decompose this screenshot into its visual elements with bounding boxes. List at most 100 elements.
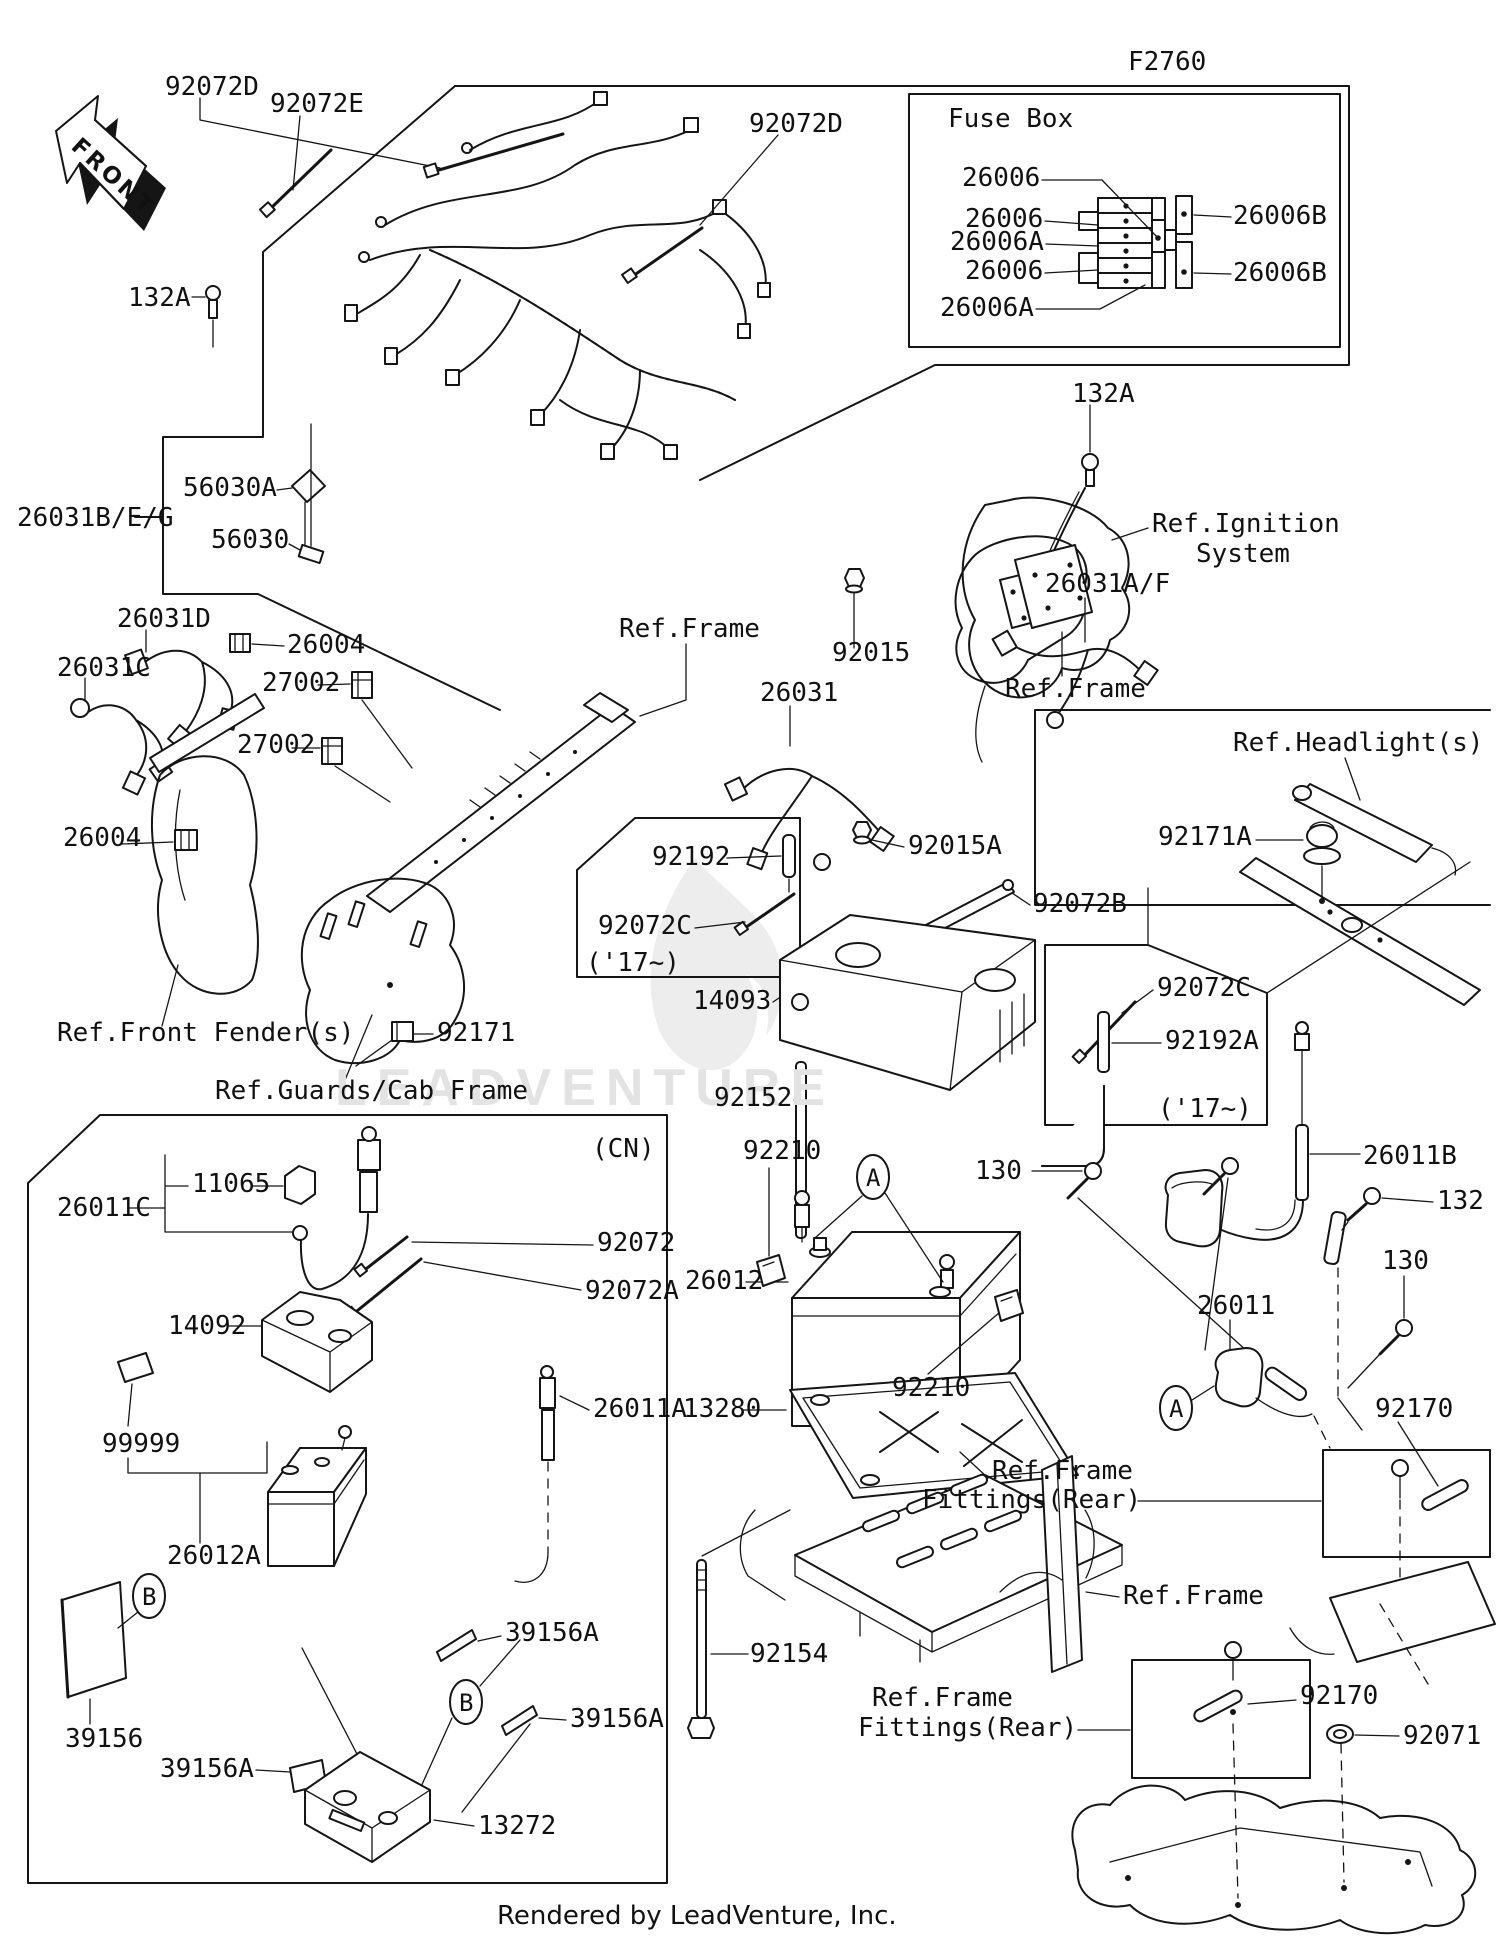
inset-92170-lower	[1077, 1641, 1311, 1899]
label-13272: 13272	[478, 1811, 556, 1841]
label-ref-frame-2: Ref.Frame	[1005, 674, 1146, 704]
watermark-flame-logo	[650, 858, 783, 1071]
label-26006-1: 26006	[962, 163, 1040, 193]
airbox-14093	[772, 914, 1036, 1091]
label-39156a-3: 39156A	[160, 1754, 254, 1784]
label-ref-frame-3: Ref.Frame	[1123, 1581, 1264, 1611]
callout-letter-b-1: B	[142, 1583, 156, 1611]
connector-26004-lower	[121, 829, 198, 851]
cable-tie-92072e	[258, 115, 333, 219]
label-56030: 56030	[211, 525, 289, 555]
front-direction-arrow	[55, 95, 166, 231]
label-26012: 26012	[685, 1266, 763, 1296]
watermark-text: LEADVENTURE	[335, 1059, 835, 1117]
label-13280: 13280	[683, 1394, 761, 1424]
subharness-26031c	[70, 677, 174, 796]
label-ref-fittings1-line1: Ref.Frame	[992, 1456, 1133, 1486]
callout-letter-a-2: A	[1169, 1395, 1184, 1423]
label-11065: 11065	[192, 1169, 270, 1199]
part-56030	[288, 423, 325, 565]
label-26012a: 26012A	[167, 1541, 261, 1571]
label-27002-1: 27002	[262, 668, 340, 698]
label-92071: 92071	[1403, 1721, 1481, 1751]
label-92072e: 92072E	[270, 89, 364, 119]
cable-26011a	[514, 1365, 590, 1583]
inset-92192a-right	[1041, 861, 1471, 1167]
cn-inset-box	[27, 1114, 668, 1884]
label-92072c-1: 92072C	[598, 911, 692, 941]
label-92072b: 92072B	[1033, 889, 1127, 919]
main-enclosure-outline	[134, 85, 1350, 711]
grommet-92071	[1326, 1724, 1400, 1883]
label-26031: 26031	[760, 678, 838, 708]
label-92072d-2: 92072D	[749, 109, 843, 139]
relay-27002-lower	[291, 737, 391, 803]
label-92192: 92192	[652, 842, 730, 872]
label-130-2: 130	[1382, 1246, 1429, 1276]
label-26006b-2: 26006B	[1233, 258, 1327, 288]
label-92072c-2: 92072C	[1157, 973, 1251, 1003]
label-39156: 39156	[65, 1724, 143, 1754]
connector-26004-top	[229, 633, 285, 653]
label-26004-1: 26004	[287, 630, 365, 660]
junction-box-14092	[228, 1291, 373, 1393]
label-26011a: 26011A	[593, 1394, 687, 1424]
screw-132	[1323, 1187, 1434, 1431]
label-132a-1: 132A	[128, 283, 191, 313]
callout-letter-a-1: A	[866, 1164, 881, 1192]
label-92072d-1: 92072D	[165, 72, 259, 102]
label-92015: 92015	[832, 638, 910, 668]
label-99999: 99999	[102, 1429, 180, 1459]
bolt-130-right	[1347, 1275, 1413, 1389]
subharness-26031	[723, 705, 895, 871]
label-92072a: 92072A	[585, 1276, 679, 1306]
headlight-socket-92171a	[1255, 821, 1341, 904]
sticker-99999	[117, 1352, 268, 1544]
label-26011c: 26011C	[57, 1193, 151, 1223]
label-92171a: 92171A	[1158, 822, 1252, 852]
label-ref-front-fenders: Ref.Front Fender(s)	[57, 1018, 354, 1048]
label-26031d: 26031D	[117, 604, 211, 634]
battery-case-13272	[304, 1751, 475, 1863]
bolt-132a-left	[191, 285, 221, 348]
label-39156a-1: 39156A	[505, 1618, 599, 1648]
inset-92192-left	[576, 817, 801, 978]
headlight-inset	[1034, 709, 1491, 1006]
cab-frame-drawing	[300, 877, 466, 1081]
label-cn-note: (CN)	[592, 1134, 655, 1164]
label-92154: 92154	[750, 1639, 828, 1669]
label-26006a-2: 26006A	[940, 293, 1034, 323]
label-26004-2: 26004	[63, 823, 141, 853]
carrier-frame-drawing	[739, 1451, 1123, 1673]
battery-tray-13280	[741, 1372, 1079, 1499]
label-26031af: 26031A/F	[1045, 569, 1170, 599]
bolt-130-left	[1031, 1162, 1249, 1353]
label-26011: 26011	[1197, 1291, 1275, 1321]
label-39156a-2: 39156A	[570, 1704, 664, 1734]
label-92072: 92072	[597, 1228, 675, 1258]
label-figure-code: F2760	[1128, 47, 1206, 77]
callout-a-top	[814, 1154, 944, 1283]
fuse-box-inset	[908, 93, 1341, 348]
battery-26012a	[267, 1425, 367, 1567]
inset-92170-upper	[1322, 1421, 1491, 1621]
battery-clamp-92210-right	[927, 1289, 1024, 1375]
bolt-92154	[687, 1509, 791, 1739]
render-credit: Rendered by LeadVenture, Inc.	[497, 1901, 897, 1931]
battery-clamp-92210-left	[756, 1167, 786, 1287]
terminal-cap-26011	[1159, 1319, 1331, 1449]
negative-cable-26011c	[128, 1126, 594, 1321]
label-ref-ignition-2: System	[1196, 539, 1290, 569]
label-ref-frame-1: Ref.Frame	[619, 614, 760, 644]
label-ref-ignition-1: Ref.Ignition	[1152, 509, 1340, 539]
label-14092: 14092	[168, 1311, 246, 1341]
fuse-box-title: Fuse Box	[948, 104, 1073, 134]
label-ref-headlights: Ref.Headlight(s)	[1233, 728, 1483, 758]
label-92170-2: 92170	[1300, 1681, 1378, 1711]
nut-92015a	[852, 821, 905, 848]
ignition-system-drawing	[961, 404, 1149, 699]
frame-rail-drawing	[366, 643, 687, 913]
label-26006-3: 26006	[965, 256, 1043, 286]
